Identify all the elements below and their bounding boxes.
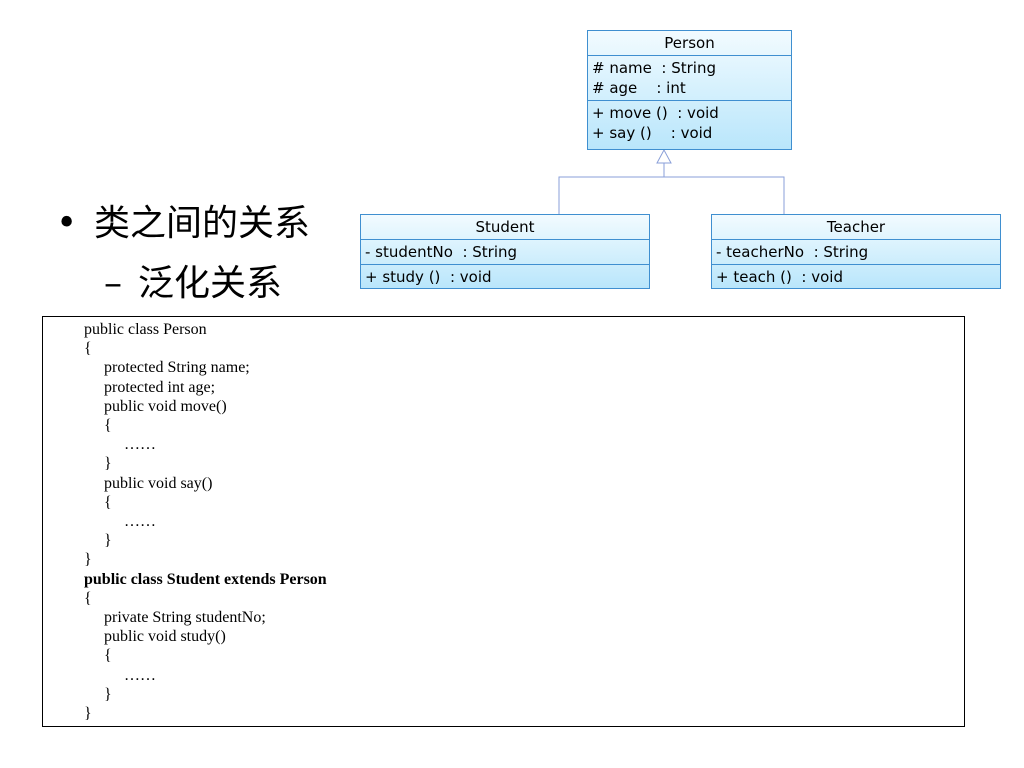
code-line: …… [124, 513, 156, 530]
uml-attribute: - studentNo : String [365, 243, 518, 261]
bullet-level-1-text: 类之间的关系 [94, 203, 311, 244]
code-listing: public class Person { protected String nam… [42, 316, 965, 727]
connector-line [558, 176, 785, 214]
uml-attributes: - studentNo : String [361, 240, 649, 265]
uml-attribute: # name : String [592, 59, 716, 77]
uml-operations: + move () : void + say () : void [588, 101, 791, 145]
bullet-level-1: • 类之间的关系 [56, 200, 310, 248]
uml-attribute: - teacherNo : String [716, 243, 869, 261]
code-line: public void move() [104, 397, 227, 415]
bullet-level-2-text: 泛化关系 [138, 263, 283, 304]
uml-class-student: Student - studentNo : String + study () … [360, 214, 650, 289]
code-line: { [84, 589, 92, 607]
uml-operation: + say () : void [592, 124, 713, 142]
bullet-dash: – [104, 263, 122, 304]
uml-class-name: Teacher [712, 215, 1000, 240]
code-line: public class Person [84, 321, 207, 338]
code-line: protected String name; [104, 359, 250, 377]
code-line: } [84, 705, 92, 722]
code-line: } [104, 455, 112, 473]
code-line: protected int age; [104, 378, 216, 396]
code-line: { [104, 493, 112, 511]
code-line: { [104, 417, 112, 434]
uml-operations: + teach () : void [712, 265, 1000, 289]
uml-attribute: # age : int [592, 79, 686, 97]
code-line: public void say() [104, 474, 213, 492]
uml-operation: + move () : void [592, 104, 719, 122]
uml-class-name: Student [361, 215, 649, 240]
bullet-dot: • [56, 203, 78, 244]
uml-class-teacher: Teacher - teacherNo : String + teach () … [711, 214, 1001, 289]
code-line: private String studentNo; [104, 609, 266, 626]
code-line: public class Student extends Person [84, 570, 327, 588]
code-line: } [104, 532, 112, 550]
code-line: { [84, 340, 92, 358]
code-line: { [104, 647, 112, 665]
code-line: …… [124, 436, 156, 454]
uml-operation: + teach () : void [716, 268, 843, 286]
bullet-level-2: –泛化关系 [104, 260, 282, 308]
uml-attributes: - teacherNo : String [712, 240, 1000, 265]
code-line: } [84, 551, 92, 569]
code-line: } [104, 685, 112, 703]
code-line: …… [124, 666, 156, 684]
code-line: public void study() [104, 628, 226, 646]
uml-operation: + study () : void [365, 268, 492, 286]
uml-operations: + study () : void [361, 265, 649, 289]
uml-attributes: # name : String # age : int [588, 56, 791, 101]
uml-class-name: Person [588, 31, 791, 56]
uml-class-person: Person # name : String # age : int + mov… [587, 30, 792, 150]
inheritance-arrow-icon [656, 148, 672, 164]
